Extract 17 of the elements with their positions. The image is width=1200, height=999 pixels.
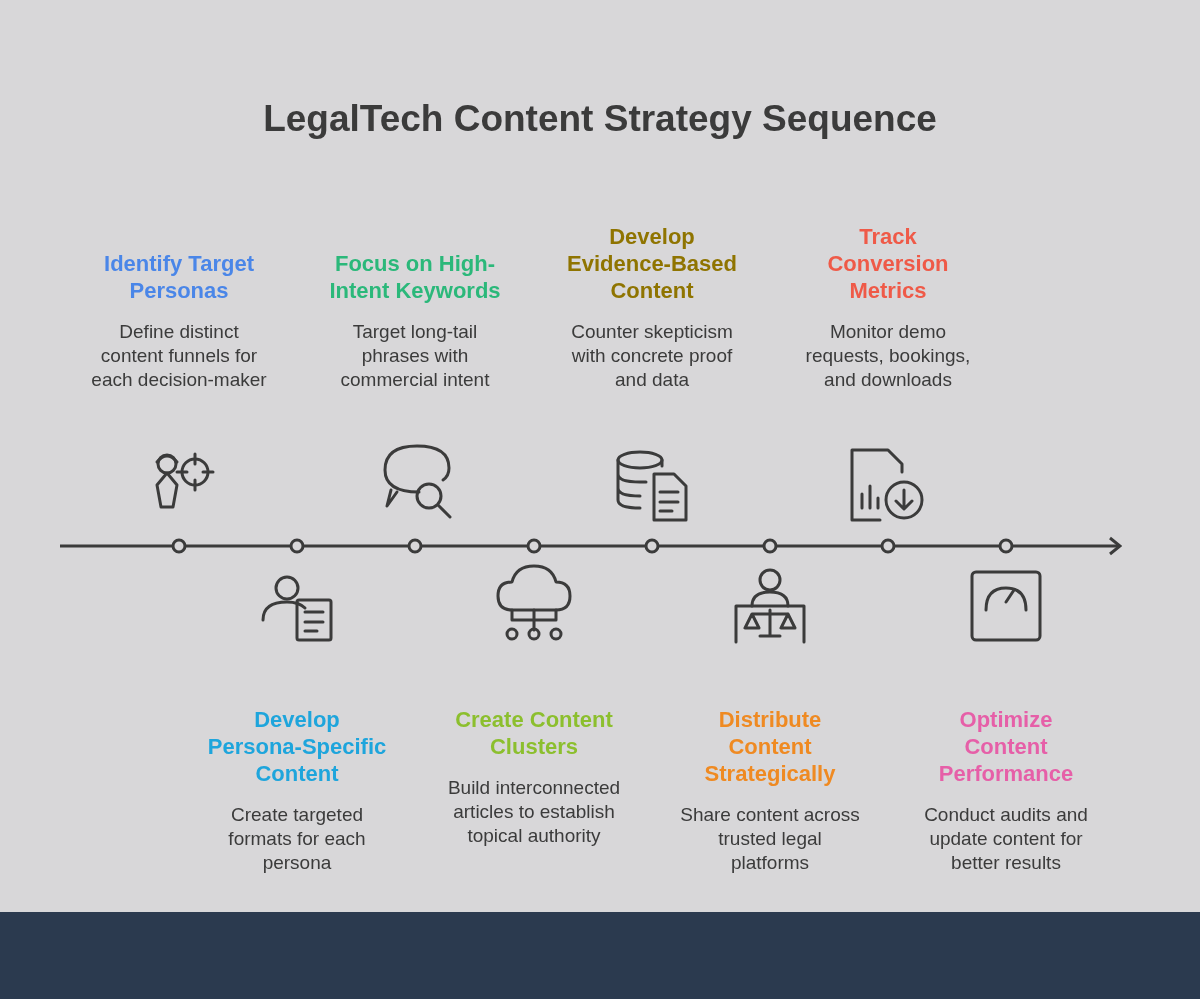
step-heading: Develop Evidence-Based Content: [566, 223, 738, 304]
step-heading: Identify Target Personas: [103, 250, 255, 304]
step-heading: Track Conversion Metrics: [826, 223, 950, 304]
step-heading: Optimize Content Performance: [937, 706, 1075, 787]
step-description: Build interconnected articles to establish topical authority: [446, 776, 622, 848]
step-description: Share content across trusted legal platforms: [680, 803, 860, 875]
step-heading: Develop Persona-Specific Content: [207, 706, 387, 787]
step-description: Conduct audits and update content for better results: [923, 803, 1089, 875]
step-heading: Focus on High-Intent Keywords: [328, 250, 502, 304]
step-heading: Distribute Content Strategically: [703, 706, 837, 787]
step-description: Counter skepticism with concrete proof and data: [570, 320, 734, 392]
step-description: Target long-tail phrases with commercial intent: [339, 320, 491, 392]
step-heading: Create Content Clusters: [454, 706, 614, 760]
step-description: Define distinct content funnels for each decision-maker: [90, 320, 268, 392]
title: LegalTech Content Strategy Sequence: [262, 98, 938, 140]
step-description: Monitor demo requests, bookings, and downloads: [804, 320, 972, 392]
step-description: Create targeted formats for each persona: [227, 803, 367, 875]
